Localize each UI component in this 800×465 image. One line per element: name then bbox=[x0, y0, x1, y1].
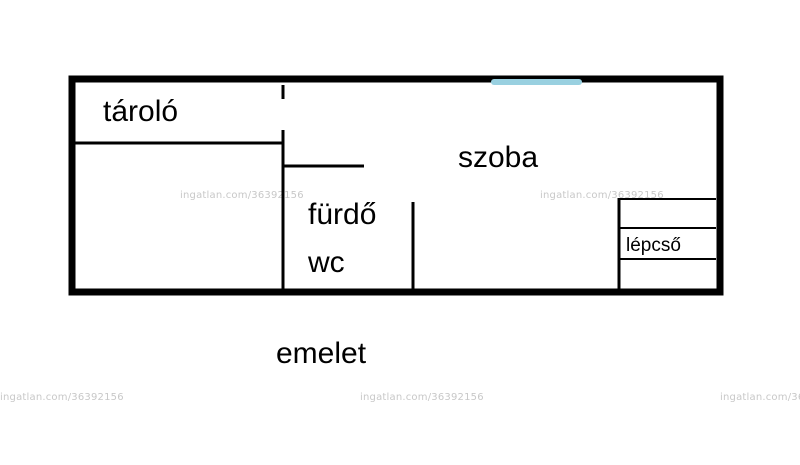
watermark: ingatlan.com/36392156 bbox=[540, 190, 664, 201]
watermark: ingatlan.com/36392156 bbox=[0, 392, 124, 403]
watermark: ingatlan.com/36392156 bbox=[180, 190, 304, 201]
room-label-toilet: wc bbox=[307, 246, 345, 279]
watermark: ingatlan.com/36392156 bbox=[720, 392, 800, 403]
floor-label: emelet bbox=[276, 337, 367, 370]
watermarks: ingatlan.com/36392156 ingatlan.com/36392… bbox=[0, 190, 800, 403]
room-label-bathroom: fürdő bbox=[308, 198, 376, 231]
outer-walls bbox=[68, 75, 724, 296]
room-label-room: szoba bbox=[458, 141, 538, 174]
watermark: ingatlan.com/36392156 bbox=[360, 392, 484, 403]
interior-walls bbox=[75, 85, 716, 290]
room-label-stairs: lépcső bbox=[626, 235, 681, 256]
room-label-storage: tároló bbox=[103, 95, 178, 128]
